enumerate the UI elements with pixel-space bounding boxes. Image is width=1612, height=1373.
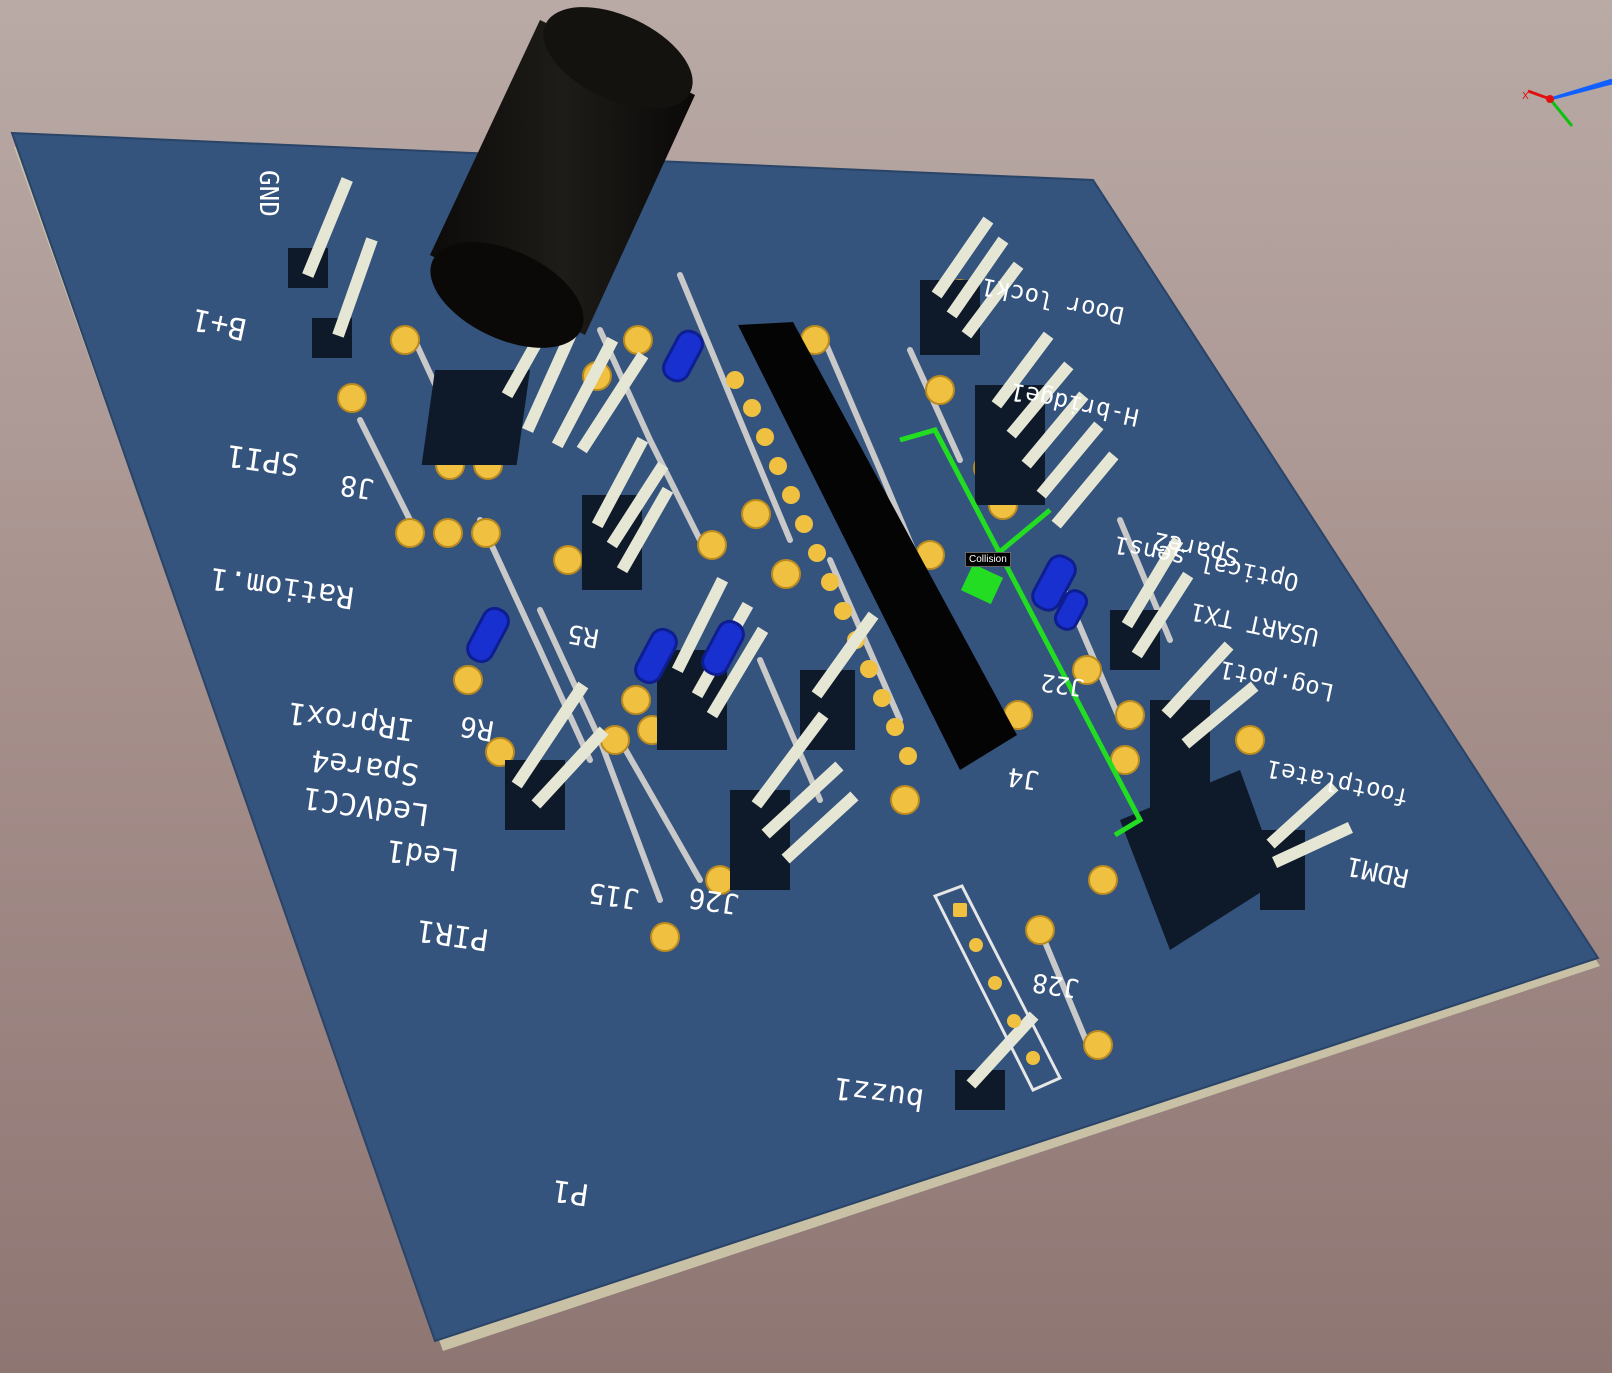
capacitors[interactable] bbox=[463, 327, 1090, 687]
label-j4: J4 bbox=[1006, 761, 1041, 795]
xyz-axis-gizmo-icon[interactable]: X bbox=[1522, 78, 1612, 127]
label-gnd: GND bbox=[253, 170, 283, 217]
collision-tooltip: Collision bbox=[965, 552, 1011, 567]
cylinder-component[interactable] bbox=[414, 0, 708, 370]
collision-highlight bbox=[899, 427, 1144, 838]
axis-x-label: X bbox=[1522, 91, 1529, 102]
label-j26: J26 bbox=[686, 881, 741, 921]
pin-headers[interactable] bbox=[288, 248, 1305, 1110]
j28-header-outline bbox=[932, 884, 1063, 1092]
microcontroller-ic[interactable] bbox=[738, 322, 1017, 770]
label-j8: J8 bbox=[338, 468, 376, 505]
label-j15: J15 bbox=[586, 876, 641, 916]
label-p1: P1 bbox=[550, 1172, 591, 1212]
label-j28: J28 bbox=[1030, 967, 1081, 1003]
label-r6: R6 bbox=[457, 709, 496, 747]
label-r5: R5 bbox=[565, 618, 601, 653]
label-j22: J22 bbox=[1039, 668, 1086, 702]
